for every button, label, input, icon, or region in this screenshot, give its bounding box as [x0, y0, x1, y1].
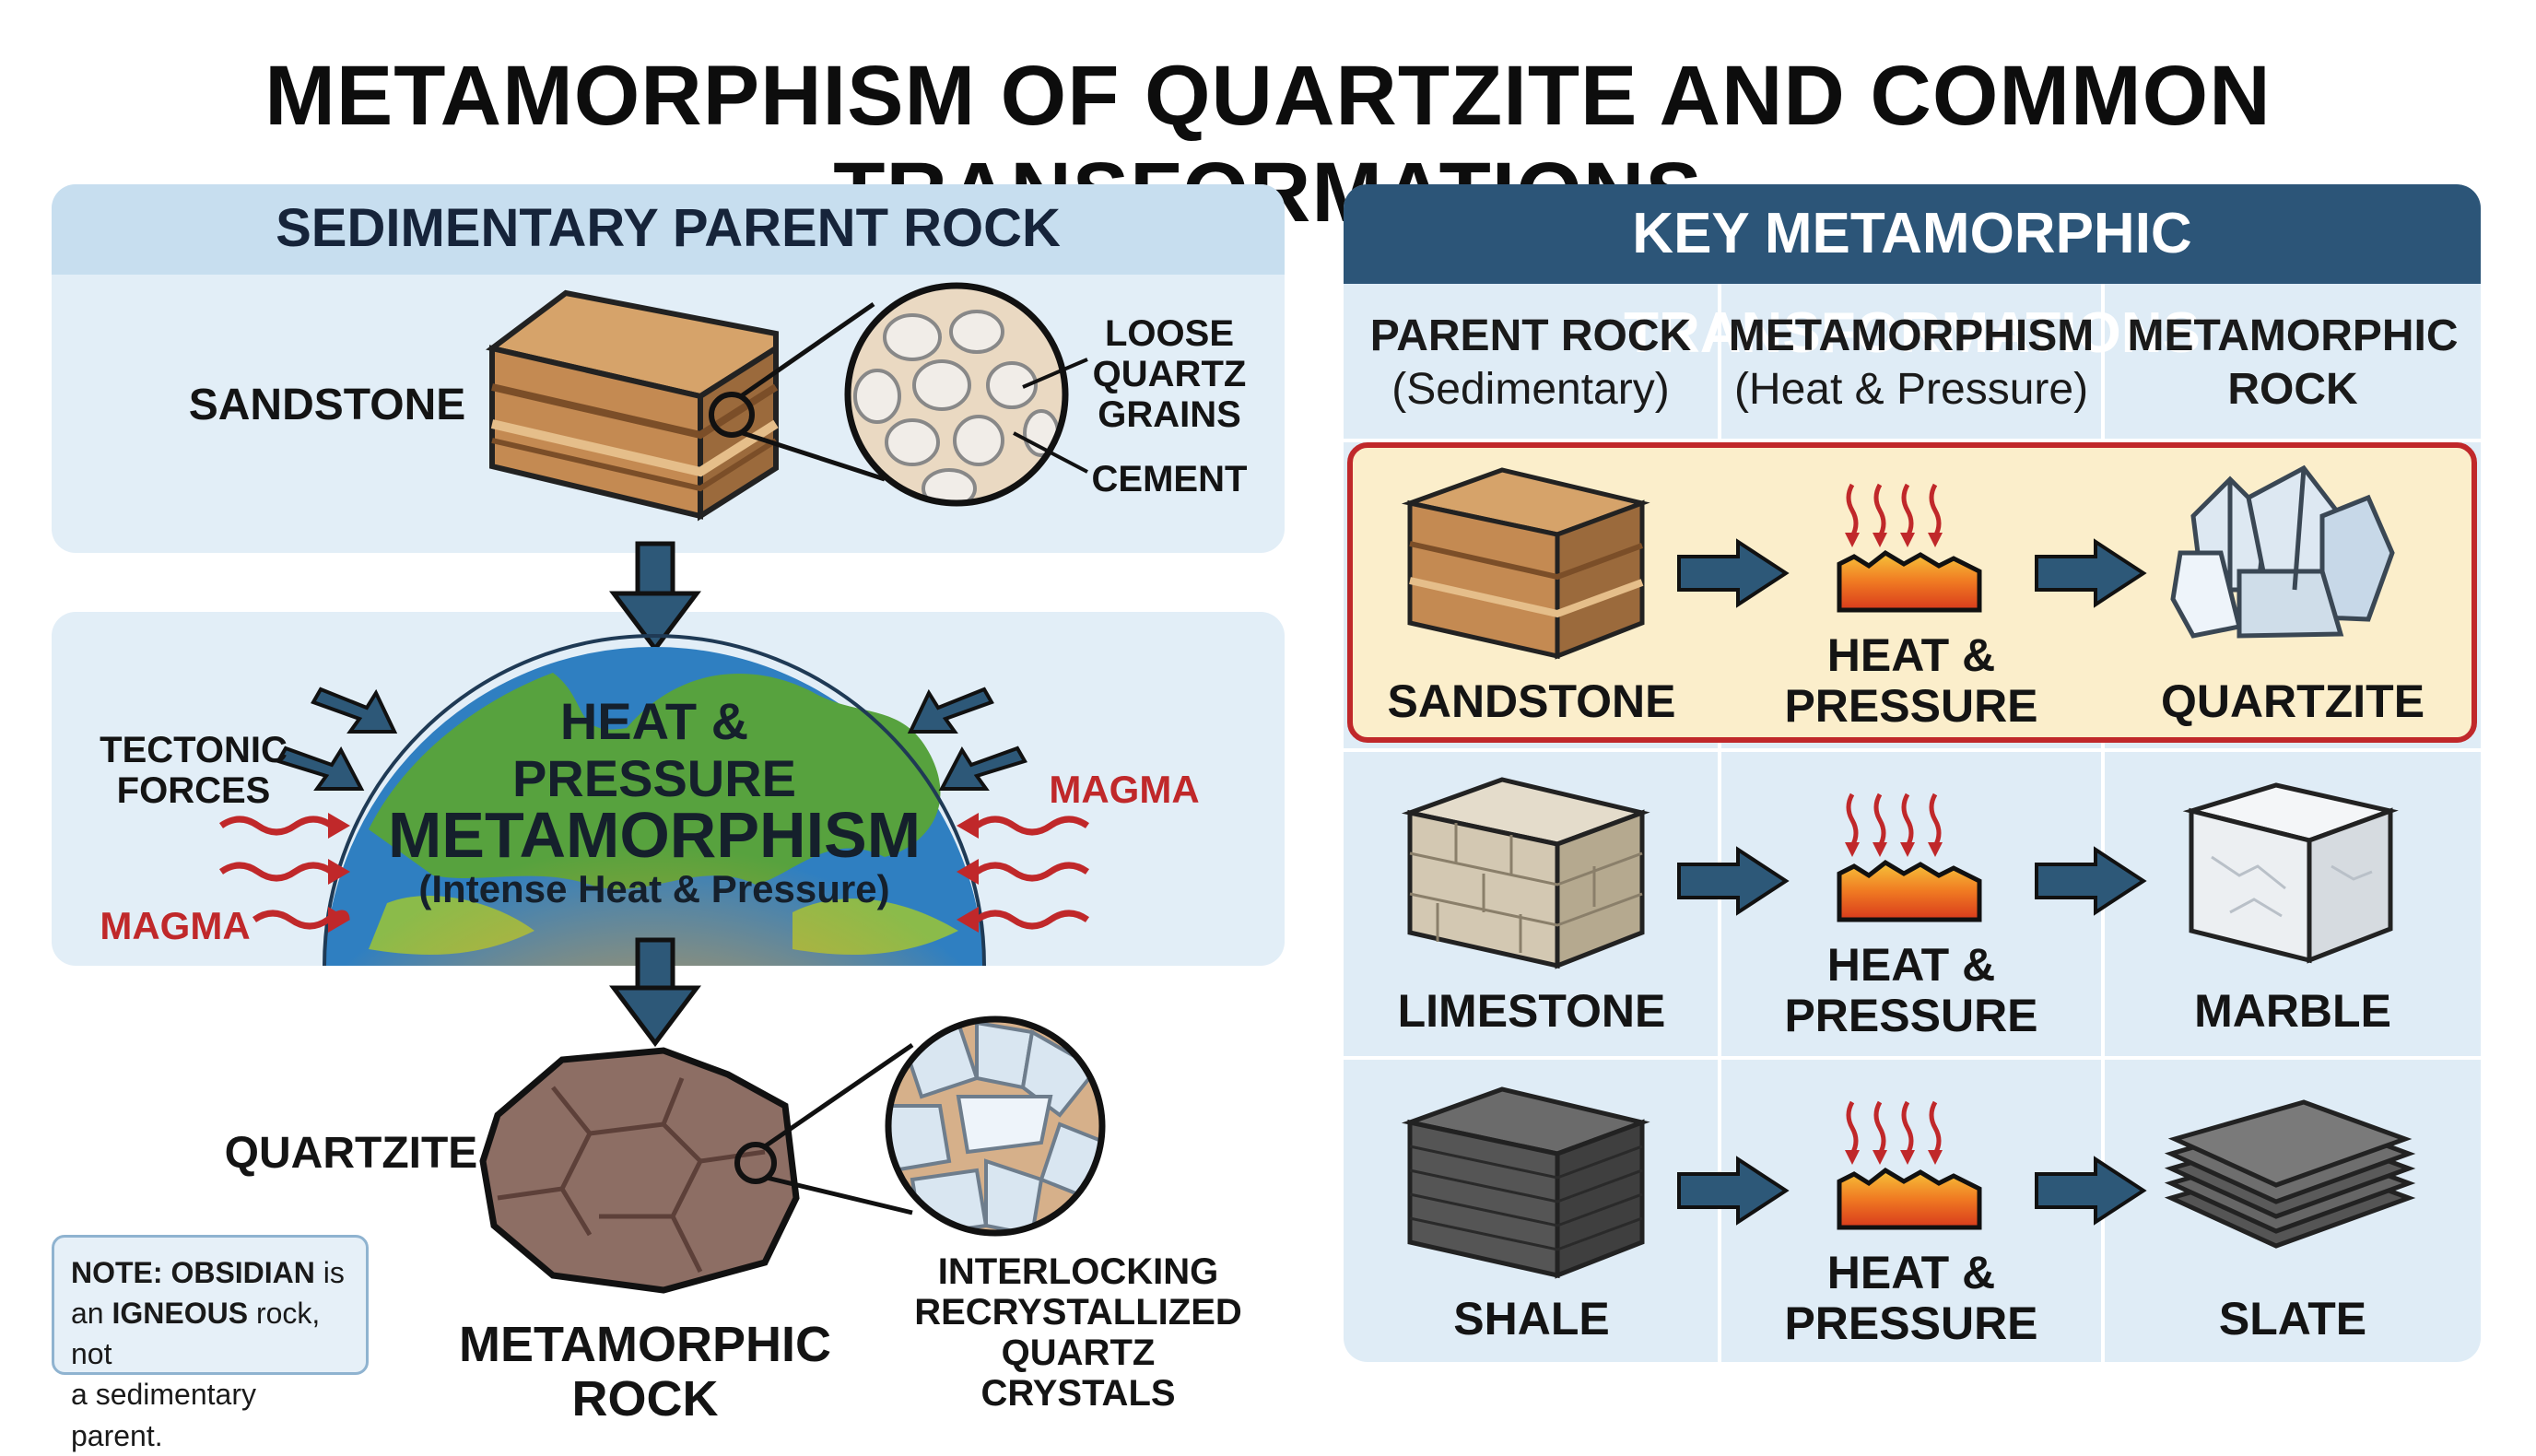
heat-icon-row3 — [1837, 1100, 1982, 1230]
magma-label-right: MAGMA — [1049, 768, 1200, 811]
parent-rock-header-bar — [52, 184, 1285, 275]
intense-label: (Intense Heat & Pressure) — [418, 867, 890, 910]
row-divider — [1344, 1056, 2481, 1060]
down-arrow-1 — [609, 541, 701, 653]
row2-result-label: MARBLE — [2194, 985, 2391, 1037]
column-heading-parent: PARENT ROCK (Sedimentary) — [1369, 311, 1692, 414]
row1-result-label: QUARTZITE — [2160, 675, 2425, 727]
down-arrow-2 — [609, 937, 701, 1048]
heat-icon-row1 — [1837, 483, 1982, 613]
obsidian-note: NOTE: OBSIDIAN is an IGNEOUS rock, not a… — [52, 1235, 369, 1452]
illustration-layer — [218, 282, 2416, 1294]
magma-label-left: MAGMA — [100, 904, 251, 947]
parent-rock-header: SEDIMENTARY PARENT ROCK — [276, 198, 1061, 258]
loose-grains-lens — [844, 282, 1088, 507]
sandstone-label: SANDSTONE — [188, 381, 466, 429]
magma-arrowheads-left — [328, 813, 350, 933]
column-divider — [2101, 284, 2105, 1362]
row3-process-label: HEAT & PRESSURE — [1784, 1247, 2038, 1349]
magma-arrowheads-right — [957, 813, 979, 933]
table-slate-icon — [2164, 1099, 2416, 1249]
quartzite-label: QUARTZITE — [224, 1129, 478, 1178]
table-arrows — [1677, 538, 2147, 1226]
magma-arrows-left — [218, 816, 350, 930]
row3-result-label: SLATE — [2218, 1293, 2367, 1344]
column-divider — [1718, 284, 1721, 1362]
row3-parent-label: SHALE — [1453, 1293, 1610, 1344]
earth-outline — [323, 634, 986, 967]
metamorphism-label: METAMORPHISM — [387, 799, 922, 871]
earth-dome — [324, 647, 984, 966]
heat-pressure-label: HEAT & PRESSURE — [511, 692, 797, 807]
tectonic-arrows-left — [276, 687, 398, 791]
column-heading-result: METAMORPHIC ROCK — [2127, 311, 2459, 414]
table-quartzite-icon — [2170, 464, 2395, 639]
column-heading-process: METAMORPHISM (Heat & Pressure) — [1728, 311, 2095, 414]
metamorphic-rock-label: METAMORPHIC ROCK — [459, 1317, 831, 1427]
row1-process-label: HEAT & PRESSURE — [1784, 629, 2038, 732]
tectonic-arrows-right — [907, 687, 1027, 791]
row2-parent-label: LIMESTONE — [1397, 985, 1666, 1037]
table-sandstone-icon — [1401, 467, 1650, 660]
heat-icon-row2 — [1837, 793, 1982, 922]
sandstone-block — [486, 289, 886, 522]
row2-process-label: HEAT & PRESSURE — [1784, 939, 2038, 1041]
row-divider — [1344, 439, 2481, 442]
crystals-label: INTERLOCKING RECRYSTALLIZED QUARTZ CRYST… — [914, 1251, 1242, 1414]
tectonic-forces-label: TECTONIC FORCES — [100, 730, 288, 811]
crystals-lens — [885, 1016, 1106, 1237]
table-limestone-icon — [1401, 777, 1650, 969]
cement-label: CEMENT — [1091, 459, 1248, 499]
quartzite-rock — [479, 1042, 914, 1294]
table-marble-icon — [2182, 782, 2399, 964]
row-divider — [1344, 748, 2481, 752]
loose-grains-label: LOOSE QUARTZ GRAINS — [1092, 313, 1247, 435]
table-shale-icon — [1401, 1086, 1650, 1279]
magma-arrows-right — [974, 816, 1090, 930]
row1-parent-label: SANDSTONE — [1387, 675, 1676, 727]
